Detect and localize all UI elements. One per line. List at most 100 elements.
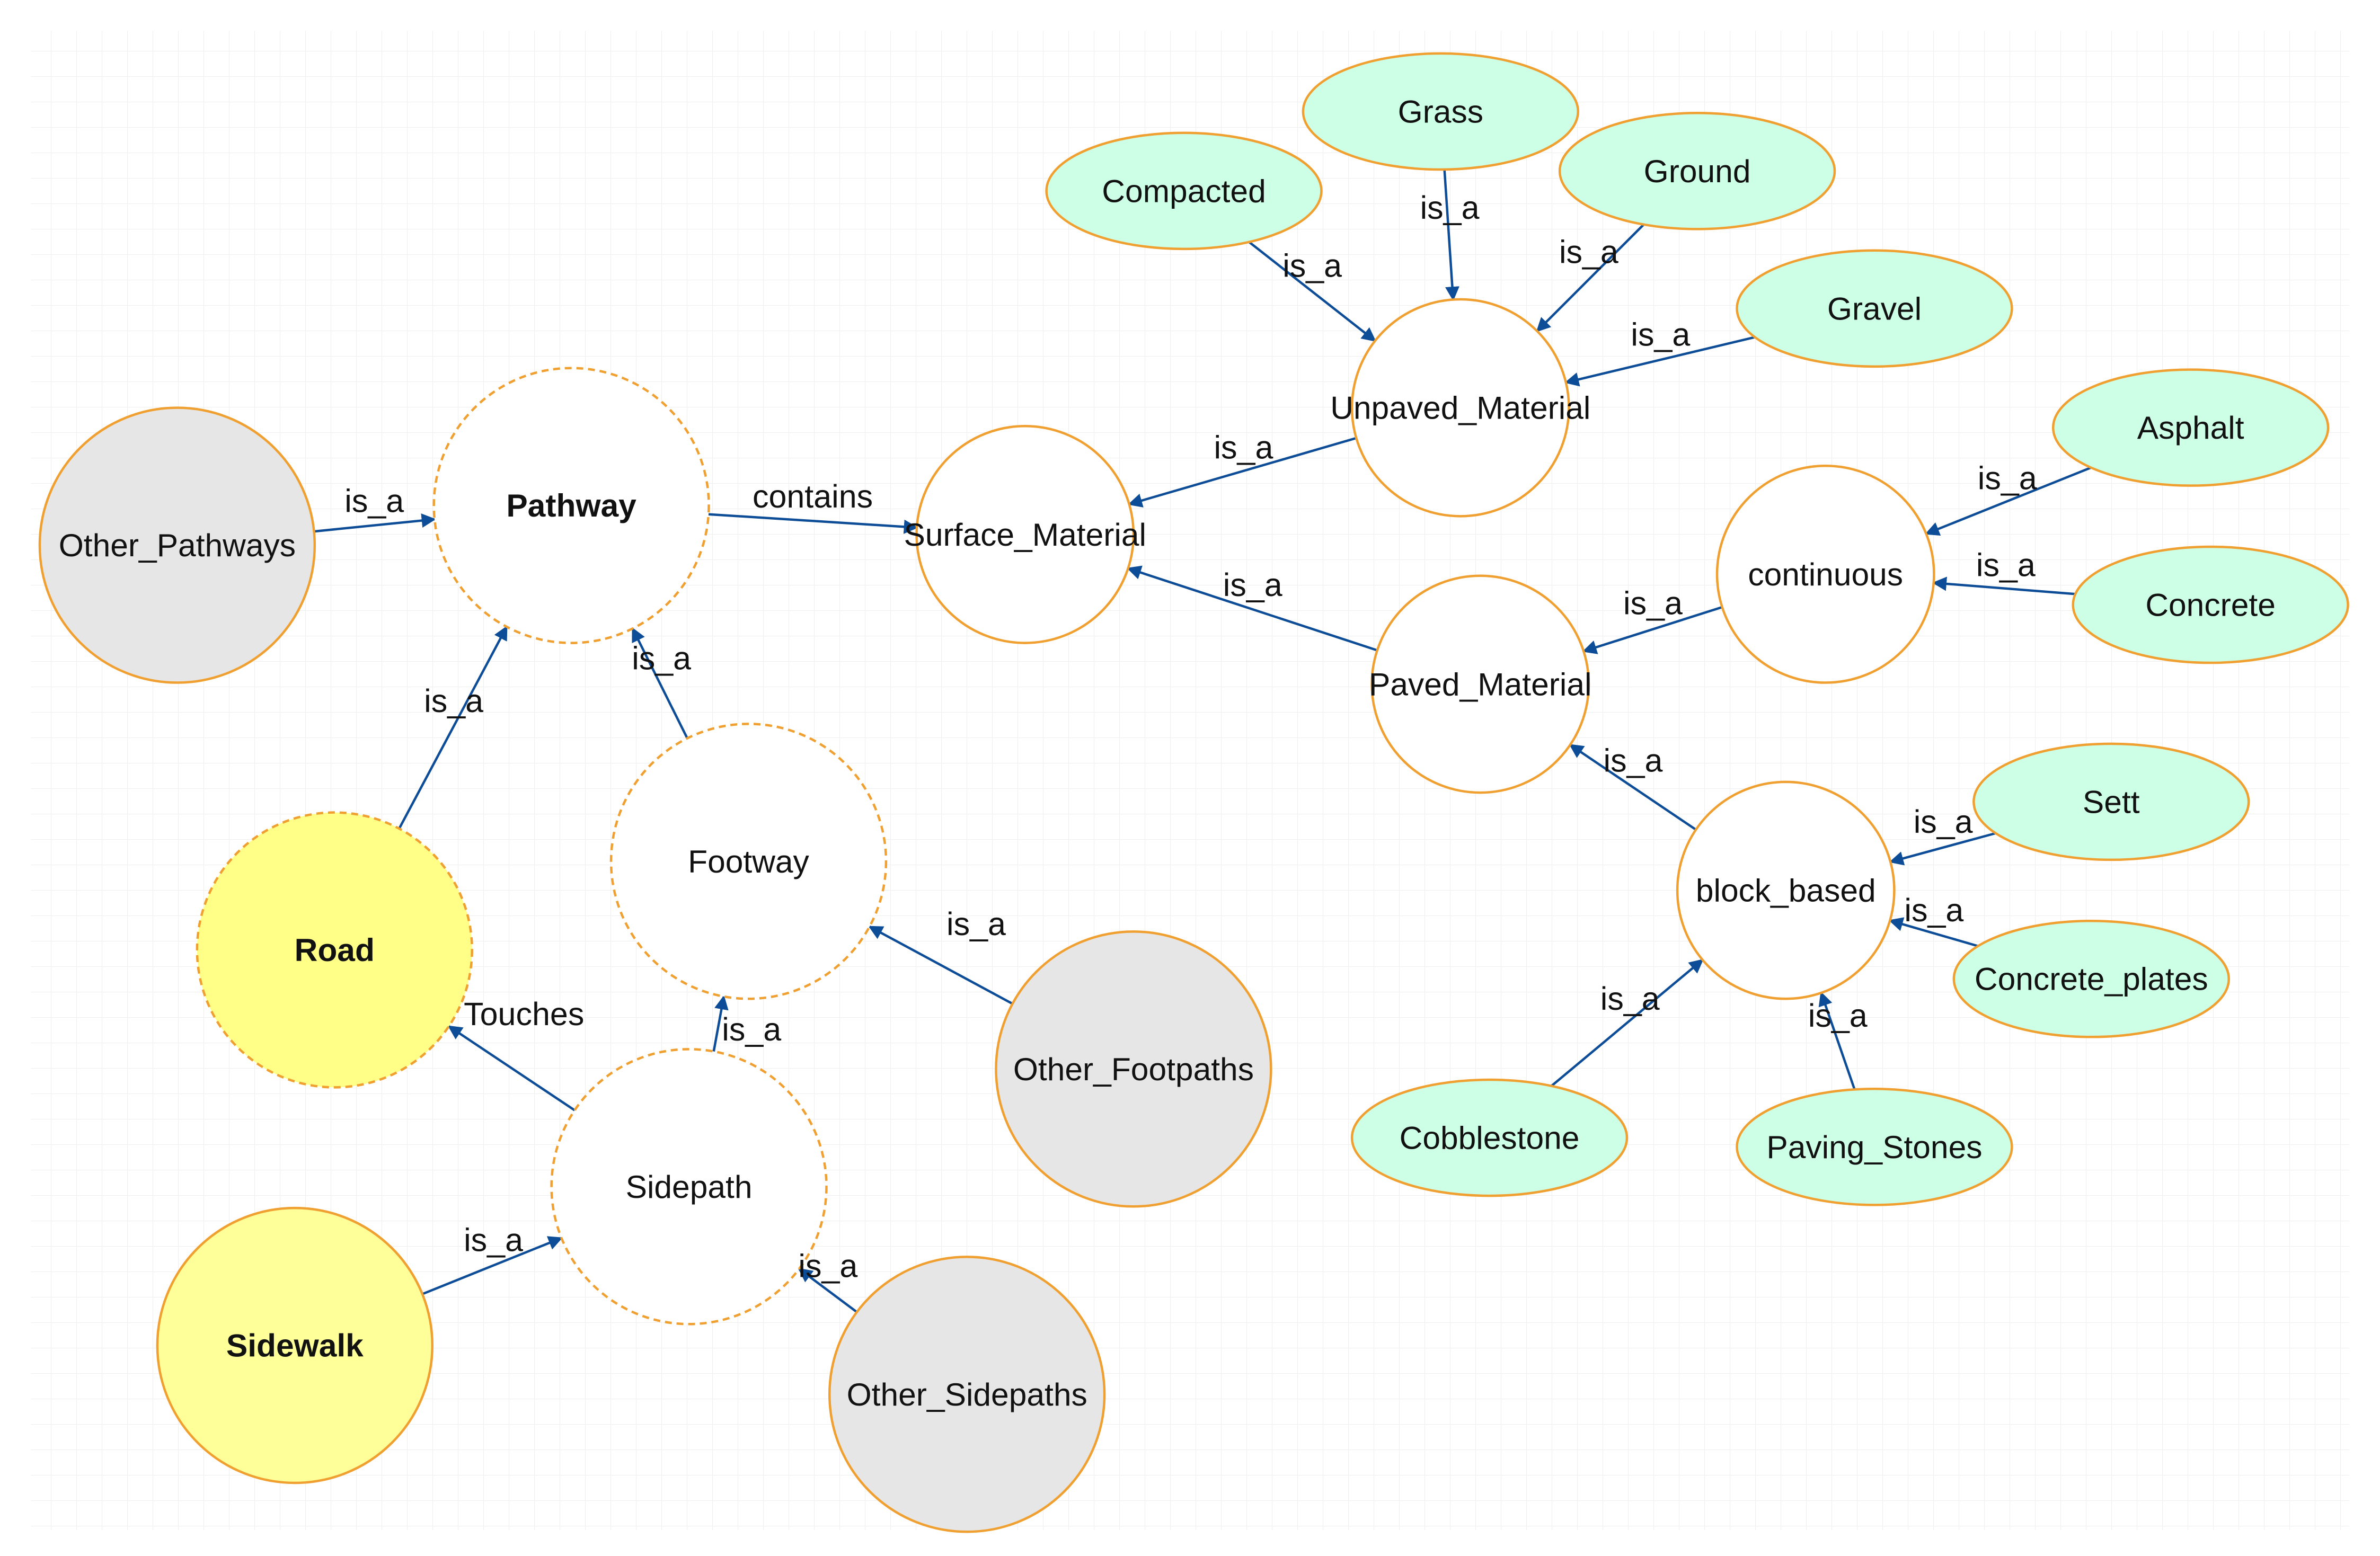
edge-other-pathways-to-pathway[interactable]: [314, 513, 436, 533]
node-grass[interactable]: Grass: [1302, 52, 1579, 171]
node-label-other-footpaths: Other_Footpaths: [1013, 1051, 1254, 1087]
edge-label-ground-to-unpaved-material: is_a: [1559, 234, 1618, 270]
node-asphalt[interactable]: Asphalt: [2051, 368, 2330, 487]
edge-label-gravel-to-unpaved-material: is_a: [1631, 316, 1690, 352]
node-label-block-based: block_based: [1696, 873, 1876, 909]
node-label-pathway: Pathway: [506, 487, 636, 523]
node-other-sidepaths[interactable]: Other_Sidepaths: [828, 1256, 1106, 1533]
edge-label-other-pathways-to-pathway: is_a: [344, 483, 404, 519]
node-label-ground: Ground: [1644, 153, 1751, 189]
edge-labels-layer: is_a contains is_a is_a is_a is_a is_a is_a is_a…: [344, 190, 2037, 1284]
edge-road-to-pathway[interactable]: [398, 625, 508, 830]
edge-ground-to-unpaved-material[interactable]: [1536, 224, 1645, 332]
node-sidewalk[interactable]: Sidewalk: [156, 1206, 434, 1484]
edge-footway-to-pathway[interactable]: [631, 627, 688, 739]
node-surface-material[interactable]: Surface_Material: [904, 424, 1146, 644]
node-shape-grass[interactable]: [1302, 52, 1579, 171]
node-shape-sett[interactable]: [1972, 742, 2250, 861]
edge-paving-stones-to-block-based[interactable]: [1818, 991, 1856, 1090]
node-shape-paved-material[interactable]: [1370, 574, 1590, 794]
node-shape-gravel[interactable]: [1736, 249, 2013, 368]
edge-sidepath-to-footway[interactable]: [712, 995, 729, 1052]
node-road[interactable]: Road: [196, 811, 473, 1089]
node-block-based[interactable]: block_based: [1676, 780, 1896, 1000]
edge-label-block-based-to-paved-material: is_a: [1604, 743, 1663, 779]
edge-label-paved-material-to-surface-material: is_a: [1223, 567, 1282, 603]
edge-label-road-to-pathway: is_a: [424, 683, 483, 719]
edge-sett-to-block-based[interactable]: [1889, 832, 1996, 866]
edge-label-grass-to-unpaved-material: is_a: [1420, 190, 1480, 226]
edge-block-based-to-paved-material[interactable]: [1569, 744, 1697, 831]
node-gravel[interactable]: Gravel: [1736, 249, 2013, 368]
node-paving-stones[interactable]: Paving_Stones: [1736, 1088, 2013, 1206]
node-shape-road[interactable]: [196, 811, 473, 1089]
edge-concrete-plates-to-block-based[interactable]: [1888, 917, 1979, 947]
node-continuous[interactable]: continuous: [1715, 464, 1935, 684]
node-label-paving-stones: Paving_Stones: [1766, 1129, 1982, 1165]
edge-gravel-to-unpaved-material[interactable]: [1564, 336, 1755, 387]
node-shape-concrete-plates[interactable]: [1952, 919, 2230, 1038]
node-sidepath[interactable]: Sidepath: [550, 1048, 828, 1326]
edge-asphalt-to-continuous[interactable]: [1925, 466, 2092, 536]
node-sett[interactable]: Sett: [1972, 742, 2250, 861]
node-label-gravel: Gravel: [1827, 290, 1922, 326]
edge-paved-material-to-surface-material[interactable]: [1127, 565, 1378, 652]
edge-other-sidepaths-to-sidepath[interactable]: [798, 1268, 858, 1313]
edge-compacted-to-unpaved-material[interactable]: [1248, 241, 1376, 342]
node-footway[interactable]: Footway: [609, 723, 888, 1000]
node-label-compacted: Compacted: [1102, 173, 1266, 209]
node-paved-material[interactable]: Paved_Material: [1369, 574, 1591, 794]
node-shape-ground[interactable]: [1558, 112, 1836, 230]
node-concrete[interactable]: Concrete: [2072, 545, 2349, 664]
edge-label-pathway-to-surface-material: contains: [753, 478, 873, 514]
node-pathway[interactable]: Pathway: [432, 367, 710, 644]
node-label-road: Road: [295, 932, 375, 968]
node-shape-sidepath[interactable]: [550, 1048, 828, 1326]
node-shape-other-footpaths[interactable]: [995, 930, 1272, 1208]
edge-cobblestone-to-block-based[interactable]: [1551, 959, 1704, 1087]
nodes-layer: Pathway Other_Pathways Surface_Material Unp…: [38, 52, 2349, 1533]
node-label-asphalt: Asphalt: [2137, 410, 2244, 446]
node-shape-concrete[interactable]: [2072, 545, 2349, 664]
edge-unpaved-material-to-surface-material[interactable]: [1128, 437, 1357, 508]
node-shape-other-sidepaths[interactable]: [828, 1256, 1106, 1533]
node-shape-paving-stones[interactable]: [1736, 1088, 2013, 1206]
edge-label-sett-to-block-based: is_a: [1914, 804, 1973, 840]
node-shape-footway[interactable]: [609, 723, 888, 1000]
node-other-footpaths[interactable]: Other_Footpaths: [995, 930, 1272, 1208]
node-concrete-plates[interactable]: Concrete_plates: [1952, 919, 2230, 1038]
edge-concrete-to-continuous[interactable]: [1932, 576, 2076, 595]
edge-label-footway-to-pathway: is_a: [632, 640, 691, 676]
node-shape-surface-material[interactable]: [915, 424, 1135, 644]
edge-label-concrete-to-continuous: is_a: [1976, 547, 2036, 583]
node-shape-pathway[interactable]: [432, 367, 710, 644]
node-shape-block-based[interactable]: [1676, 780, 1896, 1000]
edge-other-footpaths-to-footway[interactable]: [868, 926, 1013, 1005]
edge-pathway-to-surface-material[interactable]: [708, 513, 918, 534]
node-ground[interactable]: Ground: [1558, 112, 1836, 230]
node-other-pathways[interactable]: Other_Pathways: [38, 406, 316, 684]
node-label-sidewalk: Sidewalk: [226, 1328, 364, 1364]
node-shape-cobblestone[interactable]: [1350, 1078, 1629, 1197]
node-shape-continuous[interactable]: [1715, 464, 1935, 684]
edge-label-other-sidepaths-to-sidepath: is_a: [798, 1248, 857, 1284]
edge-label-continuous-to-paved-material: is_a: [1623, 585, 1683, 621]
node-compacted[interactable]: Compacted: [1045, 131, 1323, 251]
node-label-concrete-plates: Concrete_plates: [1975, 961, 2208, 997]
edge-label-concrete-plates-to-block-based: is_a: [1904, 892, 1963, 928]
node-unpaved-material[interactable]: Unpaved_Material: [1330, 298, 1590, 518]
node-shape-asphalt[interactable]: [2051, 368, 2330, 487]
node-label-paved-material: Paved_Material: [1369, 666, 1591, 702]
node-shape-compacted[interactable]: [1045, 131, 1323, 251]
node-shape-other-pathways[interactable]: [38, 406, 316, 684]
node-label-continuous: continuous: [1748, 556, 1903, 592]
edge-continuous-to-paved-material[interactable]: [1582, 606, 1723, 654]
edge-sidewalk-to-sidepath[interactable]: [422, 1236, 563, 1295]
edge-label-sidewalk-to-sidepath: is_a: [464, 1222, 523, 1258]
node-shape-unpaved-material[interactable]: [1350, 298, 1570, 518]
edge-grass-to-unpaved-material[interactable]: [1443, 169, 1459, 301]
node-shape-sidewalk[interactable]: [156, 1206, 434, 1484]
node-cobblestone[interactable]: Cobblestone: [1350, 1078, 1629, 1197]
edge-sidepath-to-road[interactable]: [447, 1025, 576, 1112]
